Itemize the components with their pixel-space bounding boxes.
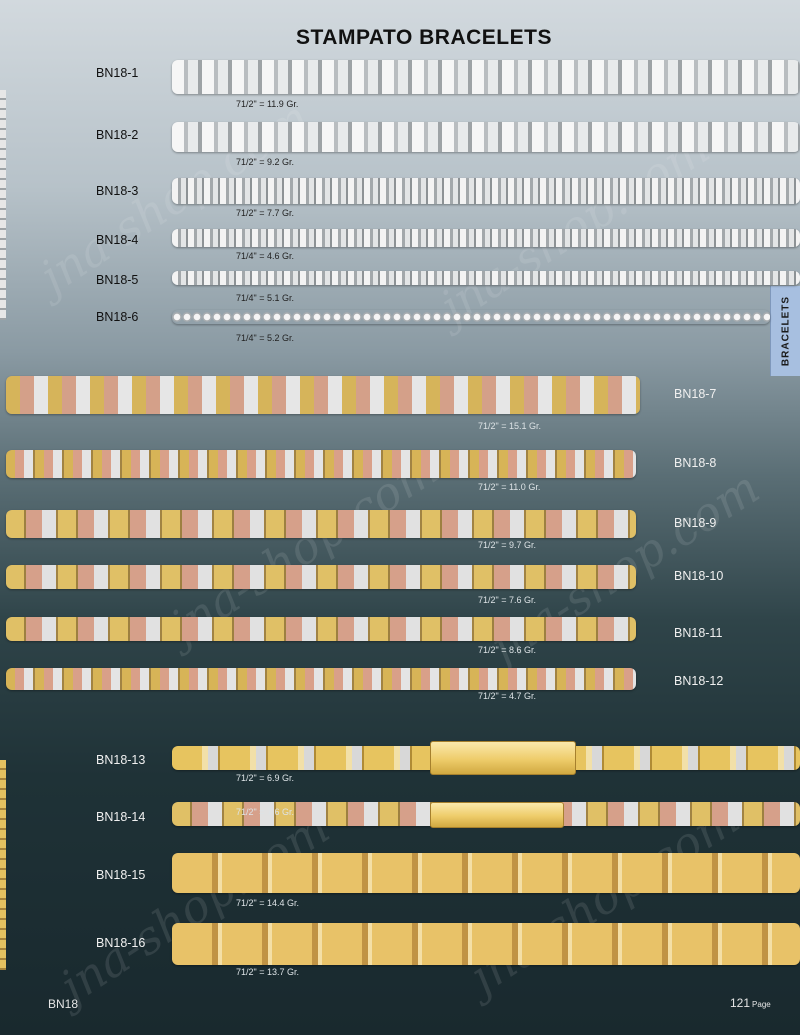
product-code: BN18-5 [96, 273, 139, 287]
section-tab-label: BRACELETS [780, 295, 792, 367]
footer-catalog-code: BN18 [48, 997, 79, 1011]
product-code: BN18-16 [96, 936, 146, 950]
product-weight: 71/2" = 6.9 Gr. [236, 773, 294, 783]
page-number-value: 121 [730, 996, 751, 1010]
bracelet-image-bn18-7[interactable] [6, 376, 640, 414]
bracelet-image-bn18-3[interactable] [172, 178, 800, 204]
product-weight: 71/2" = 15.1 Gr. [478, 421, 541, 431]
product-weight: 71/2" = 4.7 Gr. [478, 691, 536, 701]
product-code: BN18-3 [96, 184, 139, 198]
product-weight: 71/2" = 14.4 Gr. [236, 898, 299, 908]
bracelet-image-bn18-8[interactable] [6, 450, 636, 478]
product-code: BN18-11 [674, 626, 723, 640]
product-weight: 71/2" = 9.7 Gr. [478, 540, 536, 550]
bracelet-image-bn18-9[interactable] [6, 510, 636, 538]
bracelet-image-bn18-1[interactable] [172, 60, 800, 94]
product-weight: 71/2" = 8.6 Gr. [478, 645, 536, 655]
product-code: BN18-12 [674, 674, 724, 688]
product-code: BN18-6 [96, 310, 139, 324]
product-code: BN18-9 [674, 516, 717, 530]
section-tab-bracelets[interactable]: BRACELETS [770, 286, 800, 376]
edge-bracelet-image [0, 760, 6, 970]
id-plate-image [430, 802, 564, 828]
product-weight: 71/4" = 5.2 Gr. [236, 333, 294, 343]
product-code: BN18-10 [674, 569, 724, 583]
bracelet-image-bn18-15[interactable] [172, 853, 800, 893]
product-code: BN18-15 [96, 868, 146, 882]
edge-bracelet-image [0, 90, 6, 320]
product-weight: 71/2" = 7.6 Gr. [478, 595, 536, 605]
product-code: BN18-7 [674, 387, 717, 401]
product-code: BN18-2 [96, 128, 139, 142]
bracelet-image-bn18-4[interactable] [172, 229, 800, 247]
bracelet-image-bn18-10[interactable] [6, 565, 636, 589]
bracelet-image-bn18-16[interactable] [172, 923, 800, 965]
bracelet-image-bn18-5[interactable] [172, 271, 800, 285]
page-number-label: Page [752, 1000, 771, 1009]
product-weight: 71/2" = 13.7 Gr. [236, 967, 299, 977]
bracelet-image-bn18-6[interactable] [172, 310, 770, 324]
product-weight: 71/2" = 11.9 Gr. [236, 99, 299, 109]
product-code: BN18-13 [96, 753, 146, 767]
product-code: BN18-1 [96, 66, 139, 80]
bracelet-image-bn18-11[interactable] [6, 617, 636, 641]
product-weight: 71/2" = 9.2 Gr. [236, 157, 294, 167]
product-code: BN18-8 [674, 456, 717, 470]
product-weight: 71/2" = 11.0 Gr. [478, 482, 541, 492]
watermark: jna-shop.com [430, 120, 719, 334]
product-weight: 71/2" = 7.7 Gr. [236, 208, 294, 218]
product-weight: 71/4" = 5.1 Gr. [236, 293, 294, 303]
product-weight: 71/2" = 7.6 Gr. [236, 807, 294, 817]
id-plate-image [430, 741, 576, 775]
bracelet-image-bn18-2[interactable] [172, 122, 800, 152]
product-weight: 71/4" = 4.6 Gr. [236, 251, 294, 261]
product-code: BN18-4 [96, 233, 139, 247]
product-code: BN18-14 [96, 810, 146, 824]
bracelet-image-bn18-12[interactable] [6, 668, 636, 690]
page-title: STAMPATO BRACELETS [296, 26, 552, 49]
